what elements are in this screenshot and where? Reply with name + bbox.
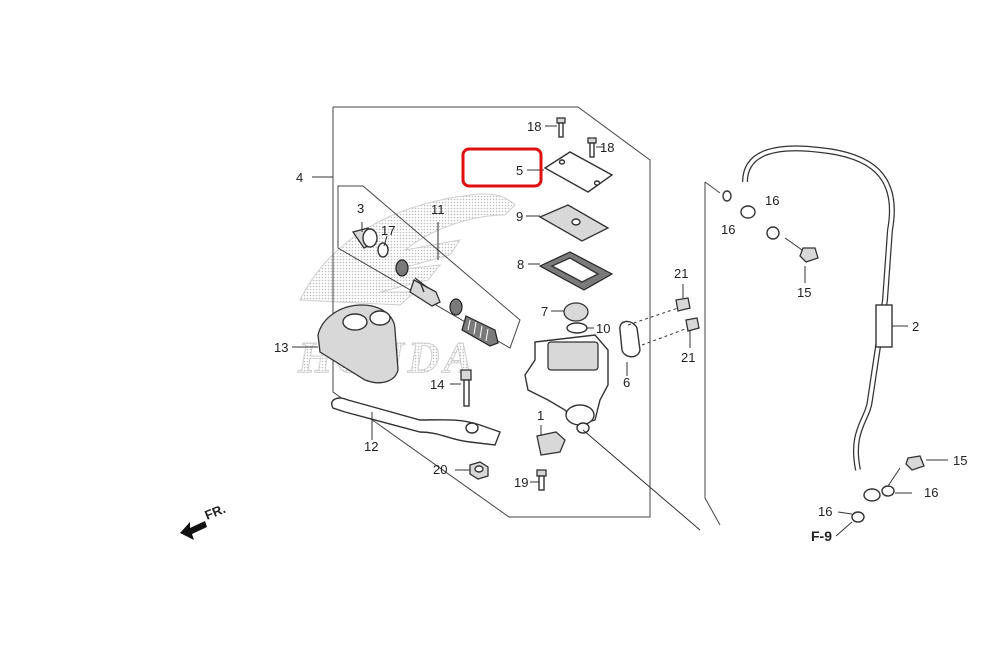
callout-20: 20 xyxy=(433,462,447,477)
part-8-diaphragm xyxy=(528,251,614,291)
part-19-screw xyxy=(530,469,547,491)
reference-label: F-9 xyxy=(811,528,832,544)
part-16-washers xyxy=(722,190,912,523)
part-10-ring xyxy=(566,322,594,334)
callout-17: 17 xyxy=(381,223,395,238)
hose-frame xyxy=(704,181,721,526)
callout-21-upper: 21 xyxy=(674,266,688,281)
callout-9: 9 xyxy=(516,209,523,224)
callout-14: 14 xyxy=(430,377,444,392)
callout-6: 6 xyxy=(623,375,630,390)
reference-f9: F-9 xyxy=(811,521,853,544)
part-9-diaphragm-plate xyxy=(526,204,610,242)
callout-11: 11 xyxy=(431,202,445,217)
callout-18-upper: 18 xyxy=(527,119,541,134)
fr-label: FR. xyxy=(203,501,228,523)
part-15-banjo-bolts xyxy=(784,237,948,487)
front-direction-arrow: FR. xyxy=(180,501,228,540)
callout-12: 12 xyxy=(364,439,378,454)
callout-21-lower: 21 xyxy=(681,350,695,365)
callout-16-left: 16 xyxy=(721,222,735,237)
part-14-pivot-bolt xyxy=(450,369,472,407)
callout-3: 3 xyxy=(357,201,364,216)
master-cylinder-body xyxy=(524,334,701,531)
part-17-circlip xyxy=(377,235,389,258)
part-2-brake-hose xyxy=(740,145,908,502)
callout-16-lower: 16 xyxy=(818,504,832,519)
assembly-frame-4 xyxy=(312,106,651,518)
callout-18-right: 18 xyxy=(600,140,614,155)
part-21-bolts xyxy=(627,284,700,348)
callout-16-upper: 16 xyxy=(765,193,779,208)
callout-8: 8 xyxy=(517,257,524,272)
part-18-screws xyxy=(545,117,604,158)
callout-10: 10 xyxy=(596,321,610,336)
callout-5: 5 xyxy=(516,163,523,178)
part-13-reservoir xyxy=(292,304,399,384)
callout-19: 19 xyxy=(514,475,528,490)
callout-7: 7 xyxy=(541,304,548,319)
callout-15-lower: 15 xyxy=(953,453,967,468)
callout-labels: 1 2 3 4 5 6 7 8 9 10 11 12 13 14 15 15 1… xyxy=(274,119,967,519)
callout-13: 13 xyxy=(274,340,288,355)
callout-2: 2 xyxy=(912,319,919,334)
sub-assembly-frame-11 xyxy=(337,185,521,349)
part-6-holder xyxy=(619,320,641,376)
part-7-protector xyxy=(551,302,589,322)
callout-15-upper: 15 xyxy=(797,285,811,300)
part-3-boot xyxy=(351,222,378,249)
part-11-piston-set xyxy=(395,222,499,347)
part-12-brake-lever xyxy=(331,397,501,446)
callout-1: 1 xyxy=(537,408,544,423)
callout-16-right: 16 xyxy=(924,485,938,500)
highlight-box-part-5 xyxy=(461,147,543,188)
part-20-nut xyxy=(455,461,489,480)
part-1-brake-switch xyxy=(536,425,566,456)
callout-4: 4 xyxy=(296,170,303,185)
